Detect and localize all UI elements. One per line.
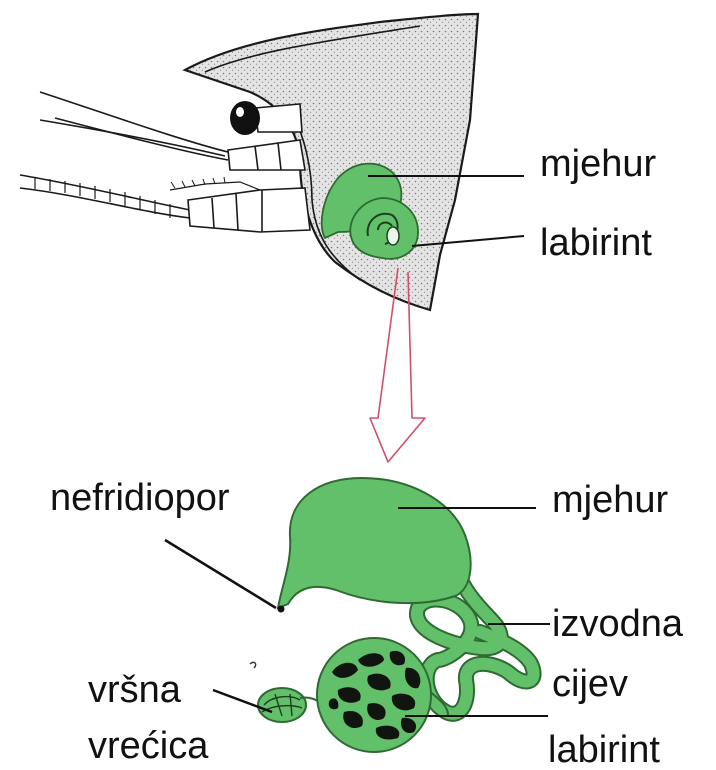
terminal-sac [258, 688, 322, 722]
stray-mark [250, 662, 256, 668]
label-sac-line2: vrećica [88, 725, 209, 767]
antenna-flagellum [20, 175, 190, 210]
label-nephridiopore: nefridiopor [50, 477, 230, 519]
labyrinth [317, 638, 431, 752]
label-top-labyrinth: labirint [540, 222, 652, 264]
antenna-peduncle [188, 188, 310, 232]
label-duct-line2: cijev [552, 663, 628, 705]
label-bottom-bladder: mjehur [552, 479, 668, 521]
enlarged-gland [258, 478, 534, 752]
label-sac-line1: vršna [88, 669, 182, 711]
bladder [278, 478, 471, 608]
antennule-peduncle [228, 140, 305, 170]
nephridiopore [278, 606, 285, 613]
compound-eye [230, 101, 302, 135]
head-labyrinth-shape [350, 198, 418, 259]
label-bottom-labyrinth: labirint [548, 729, 660, 770]
label-duct-line1: izvodna [552, 603, 684, 645]
leader-pore [165, 540, 276, 608]
label-top-bladder: mjehur [540, 143, 656, 185]
